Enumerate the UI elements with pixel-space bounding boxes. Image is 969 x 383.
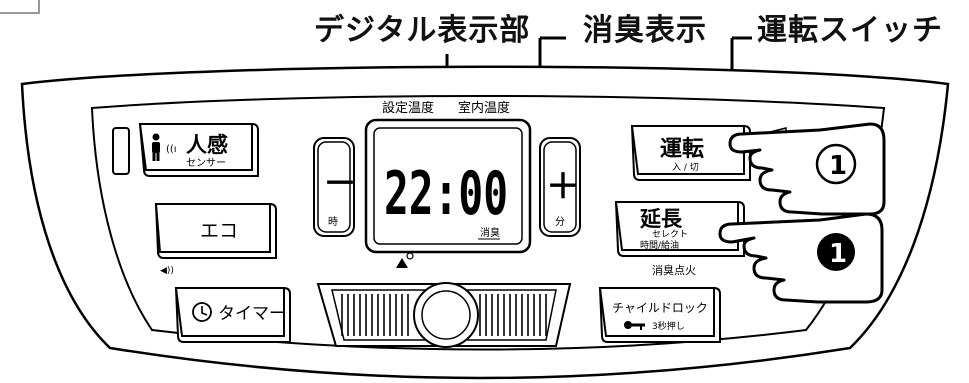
plus-button[interactable]: ＋ 分 xyxy=(539,137,581,237)
callout-deodorize-display: 消臭表示 xyxy=(583,13,707,48)
timer-button[interactable]: タイマー xyxy=(174,287,291,343)
deodorize-ignite-label: 消臭点火 xyxy=(652,263,696,277)
person-icon xyxy=(152,133,160,161)
run-button[interactable]: 運転 入 / 切 xyxy=(630,125,751,181)
human-sensor-button[interactable]: ((ı 人感 センサー xyxy=(138,123,259,177)
deodorize-indicator: 消臭 xyxy=(480,226,500,239)
volume-icon: ◀)) xyxy=(160,266,174,276)
clock-icon xyxy=(192,302,212,322)
top-left-box-fragment xyxy=(0,0,40,14)
callout-run-switch: 運転スイッチ xyxy=(757,13,943,48)
child-lock-button[interactable]: チャイルドロック 3秒押し xyxy=(598,287,721,343)
step-marker-2-text: ❶ xyxy=(826,238,827,239)
eco-button[interactable]: エコ xyxy=(154,203,277,259)
minus-button[interactable]: － 時 xyxy=(313,137,357,237)
extend-sub-label-2: 時間/給油 xyxy=(640,239,679,251)
child-lock-label: チャイルドロック xyxy=(612,301,708,315)
eco-label: エコ xyxy=(200,220,238,242)
svg-text:1: 1 xyxy=(829,151,847,181)
key-icon xyxy=(624,321,645,330)
set-temp-label: 設定温度 xyxy=(382,100,434,116)
child-lock-sub-label: 3秒押し xyxy=(652,320,685,332)
step-marker-1-text: ① xyxy=(826,150,827,151)
fan-grille xyxy=(316,282,572,348)
human-sensor-label: 人感 xyxy=(186,133,228,157)
callout-digital-display: デジタル表示部 xyxy=(314,13,531,48)
plus-label: ＋ xyxy=(546,167,580,207)
sensor-wave-icon: ((ı xyxy=(166,144,177,155)
digital-display: 22:00 消臭 xyxy=(364,118,532,254)
step-marker-1: 1 xyxy=(815,143,857,185)
room-temp-label: 室内温度 xyxy=(458,100,510,116)
extend-button[interactable]: 延長 セレクト 時間/給油 xyxy=(614,201,745,257)
extend-label: 延長 xyxy=(639,207,683,231)
display-time: 22:00 xyxy=(384,159,508,229)
human-sensor-sub-label: センサー xyxy=(186,157,226,169)
step-marker-2: 1 xyxy=(817,233,855,271)
timer-label: タイマー xyxy=(218,304,286,324)
minus-label: － xyxy=(323,164,357,204)
plus-sub-label: 分 xyxy=(555,216,565,228)
run-sub-label: 入 / 切 xyxy=(672,162,699,173)
run-label: 運転 xyxy=(660,136,704,162)
svg-text:1: 1 xyxy=(829,239,847,269)
minus-sub-label: 時 xyxy=(328,216,338,228)
left-indicator-slot xyxy=(112,127,130,175)
ignite-indicator-icon xyxy=(396,252,414,268)
extend-sub-label-1: セレクト xyxy=(652,229,688,240)
